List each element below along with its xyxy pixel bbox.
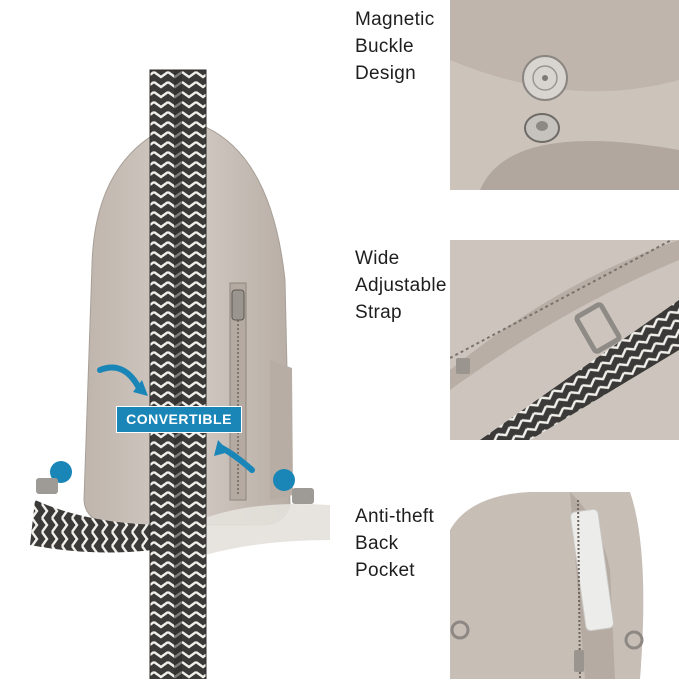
feature-label-wide-strap: Wide Adjustable Strap <box>355 248 447 323</box>
detail-magnetic-buckle-image <box>450 0 679 190</box>
convertible-badge: CONVERTIBLE <box>116 406 242 433</box>
detail-wide-strap-image <box>450 240 679 440</box>
feature-label-magnetic-buckle: Magnetic Buckle Design <box>355 9 435 84</box>
sling-bag-illustration <box>30 69 330 681</box>
strap-ring-right <box>273 469 295 491</box>
strap-ring-left <box>50 461 72 483</box>
phone-icon <box>569 508 615 632</box>
arrow-icon <box>97 364 143 393</box>
hero-product-image: CONVERTIBLE <box>0 0 340 681</box>
feature-label-anti-theft-pocket: Anti-theft Back Pocket <box>355 506 435 581</box>
detail-back-pocket-image <box>450 490 679 679</box>
strap-buckle-icon <box>574 302 622 354</box>
